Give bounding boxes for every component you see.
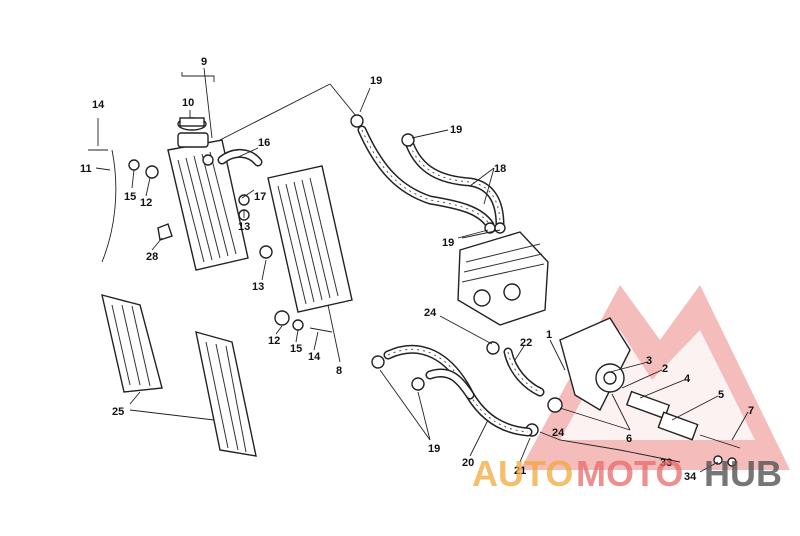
callout-17: 17 bbox=[254, 191, 266, 203]
right-radiator bbox=[267, 165, 353, 313]
callout-15: 15 bbox=[124, 191, 136, 203]
callout-7: 7 bbox=[748, 405, 754, 417]
leader-lines bbox=[95, 67, 749, 473]
upper-hoses bbox=[217, 125, 505, 230]
callout-3: 3 bbox=[646, 355, 652, 367]
callout-13: 13 bbox=[238, 221, 250, 233]
watermark-moto: MOTO bbox=[576, 453, 683, 494]
callout-1: 1 bbox=[546, 329, 552, 341]
callout-22: 22 bbox=[520, 337, 532, 349]
callout-19: 19 bbox=[450, 124, 462, 136]
callout-19: 19 bbox=[442, 237, 454, 249]
callout-21: 21 bbox=[514, 465, 526, 477]
callout-19: 19 bbox=[370, 75, 382, 87]
callout-12: 12 bbox=[268, 335, 280, 347]
callout-28: 28 bbox=[146, 251, 158, 263]
lower-hoses bbox=[383, 344, 545, 437]
callout-33: 33 bbox=[660, 457, 672, 469]
callout-15: 15 bbox=[290, 343, 302, 355]
callout-9: 9 bbox=[201, 56, 207, 68]
callout-24: 24 bbox=[424, 307, 437, 319]
callout-10: 10 bbox=[182, 97, 194, 109]
callout-24: 24 bbox=[552, 427, 565, 439]
callout-8: 8 bbox=[336, 365, 342, 377]
hose-clamps bbox=[350, 114, 539, 437]
watermark-logo bbox=[520, 285, 790, 470]
callout-11: 11 bbox=[80, 163, 92, 175]
cylinder-head bbox=[457, 231, 549, 326]
watermark-auto: AUTO bbox=[472, 453, 573, 494]
callout-labels: 9 10 14 11 15 12 16 17 13 28 13 12 15 14… bbox=[80, 56, 754, 483]
callout-5: 5 bbox=[718, 389, 724, 401]
radiator-grill-right bbox=[195, 331, 257, 457]
callout-18: 18 bbox=[494, 163, 506, 175]
water-pump-assembly bbox=[547, 317, 741, 467]
fasteners bbox=[88, 149, 333, 333]
callout-6: 6 bbox=[626, 433, 632, 445]
callout-19: 19 bbox=[428, 443, 440, 455]
callout-13: 13 bbox=[252, 281, 264, 293]
callout-20: 20 bbox=[462, 457, 474, 469]
radiator-cap bbox=[177, 117, 207, 131]
callout-14: 14 bbox=[92, 99, 105, 111]
callout-12: 12 bbox=[140, 197, 152, 209]
callout-2: 2 bbox=[662, 363, 668, 375]
callout-14: 14 bbox=[308, 351, 321, 363]
callout-4: 4 bbox=[684, 373, 691, 385]
watermark-hub: HUB bbox=[704, 453, 782, 494]
left-radiator bbox=[167, 132, 249, 271]
radiator-grill-left bbox=[101, 294, 163, 393]
callout-16: 16 bbox=[258, 137, 270, 149]
watermark-text: AUTO MOTO HUB bbox=[472, 453, 782, 494]
callout-25: 25 bbox=[112, 406, 124, 418]
callout-34: 34 bbox=[684, 471, 697, 483]
